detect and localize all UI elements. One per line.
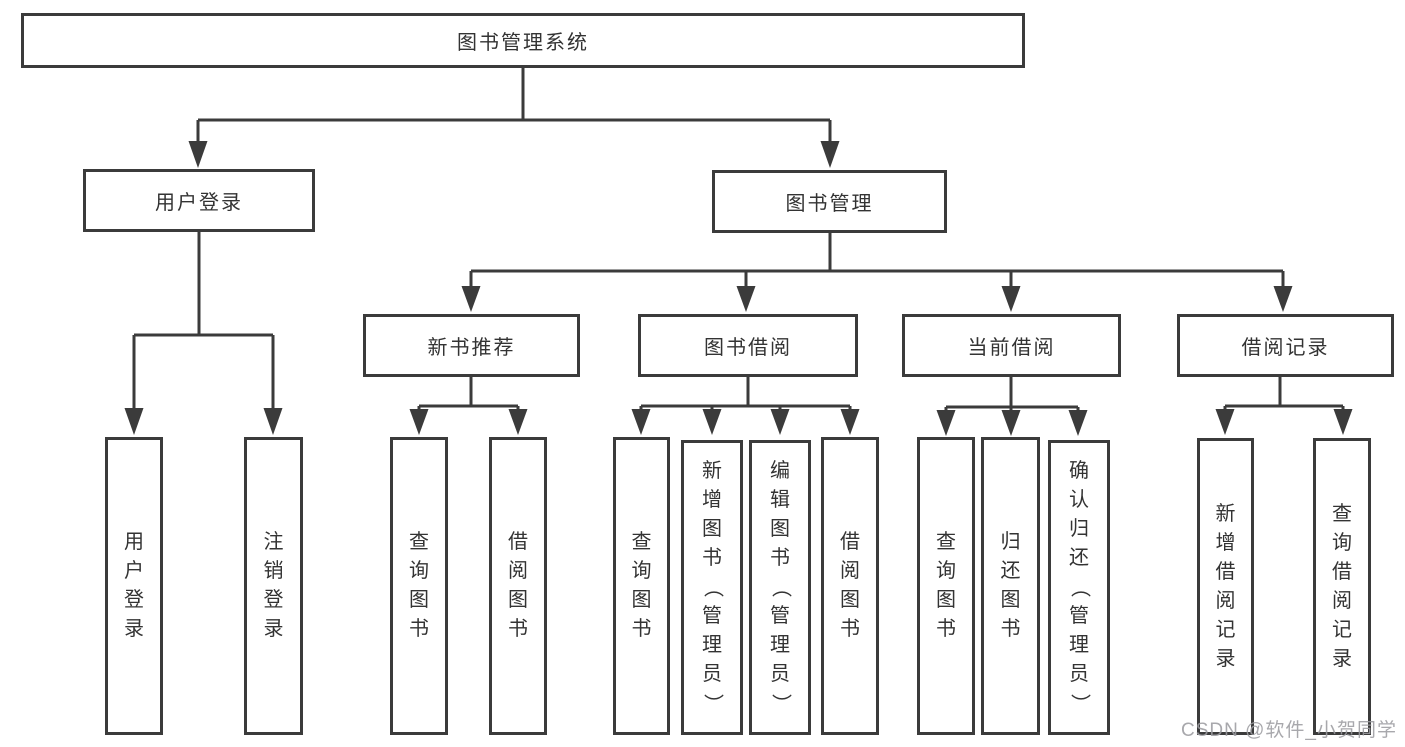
leaf-records-add-label: 新增借阅记录 <box>1215 502 1236 670</box>
leaf-user-login: 用户登录 <box>105 437 163 735</box>
leaf-current-return-label: 归还图书 <box>1000 531 1021 640</box>
leaf-records-add: 新增借阅记录 <box>1197 438 1254 735</box>
connector-book-management <box>469 233 1285 287</box>
leaf-borrow-book-label: 借阅图书 <box>840 531 860 640</box>
leaf-borrow-add: 新增图书（管理员） <box>681 440 743 735</box>
node-book-management-label: 图书管理 <box>785 193 874 215</box>
arrowheads-level3 <box>461 286 1293 312</box>
leaf-current-return: 归还图书 <box>981 437 1040 735</box>
node-new-books: 新书推荐 <box>363 314 580 377</box>
node-book-management: 图书管理 <box>712 170 947 233</box>
node-current-borrow-label: 当前借阅 <box>967 337 1056 359</box>
leaf-borrow-query-label: 查询图书 <box>631 531 652 640</box>
arrowheads-current-borrow <box>936 410 1088 436</box>
node-current-borrow: 当前借阅 <box>902 314 1121 377</box>
leaf-borrow-add-label: 新增图书（管理员） <box>701 460 724 714</box>
node-user-login: 用户登录 <box>83 169 315 232</box>
leaf-records-query-label: 查询借阅记录 <box>1332 502 1352 670</box>
connector-root <box>196 68 832 142</box>
node-root-label: 图书管理系统 <box>457 32 589 54</box>
leaf-current-query: 查询图书 <box>917 437 975 735</box>
leaf-newbooks-borrow-label: 借阅图书 <box>508 531 528 640</box>
leaf-user-login-label: 用户登录 <box>124 531 144 640</box>
connector-user-login <box>132 232 275 409</box>
arrowheads-new-books <box>409 409 528 435</box>
leaf-logout: 注销登录 <box>244 437 303 735</box>
connector-book-borrow <box>639 377 852 410</box>
leaf-borrow-book: 借阅图书 <box>821 437 879 735</box>
node-new-books-label: 新书推荐 <box>427 337 516 359</box>
connector-borrow-records <box>1223 377 1345 410</box>
csdn-watermark: CSDN @软件_小贺同学 <box>1181 720 1397 741</box>
leaf-logout-label: 注销登录 <box>263 531 284 640</box>
arrowheads-borrow-records <box>1215 409 1353 435</box>
arrowheads-user-login <box>124 408 283 435</box>
leaf-records-query: 查询借阅记录 <box>1313 438 1371 735</box>
connector-new-books <box>417 377 520 410</box>
node-root: 图书管理系统 <box>21 13 1025 68</box>
leaf-borrow-query: 查询图书 <box>613 437 670 735</box>
leaf-borrow-edit: 编辑图书（管理员） <box>749 440 811 735</box>
leaf-newbooks-borrow: 借阅图书 <box>489 437 547 735</box>
leaf-current-confirm: 确认归还（管理员） <box>1048 440 1110 735</box>
node-user-login-label: 用户登录 <box>155 192 243 214</box>
node-book-borrow: 图书借阅 <box>638 314 858 377</box>
leaf-borrow-edit-label: 编辑图书（管理员） <box>769 460 792 714</box>
leaf-newbooks-query-label: 查询图书 <box>409 531 429 640</box>
node-borrow-records-label: 借阅记录 <box>1241 337 1330 359</box>
node-book-borrow-label: 图书借阅 <box>704 337 792 359</box>
arrowheads-level2 <box>188 141 840 168</box>
leaf-current-query-label: 查询图书 <box>936 531 956 640</box>
arrowheads-book-borrow <box>631 409 860 435</box>
leaf-current-confirm-label: 确认归还（管理员） <box>1068 460 1091 714</box>
leaf-newbooks-query: 查询图书 <box>390 437 448 735</box>
connector-current-borrow <box>944 377 1080 411</box>
node-borrow-records: 借阅记录 <box>1177 314 1394 377</box>
